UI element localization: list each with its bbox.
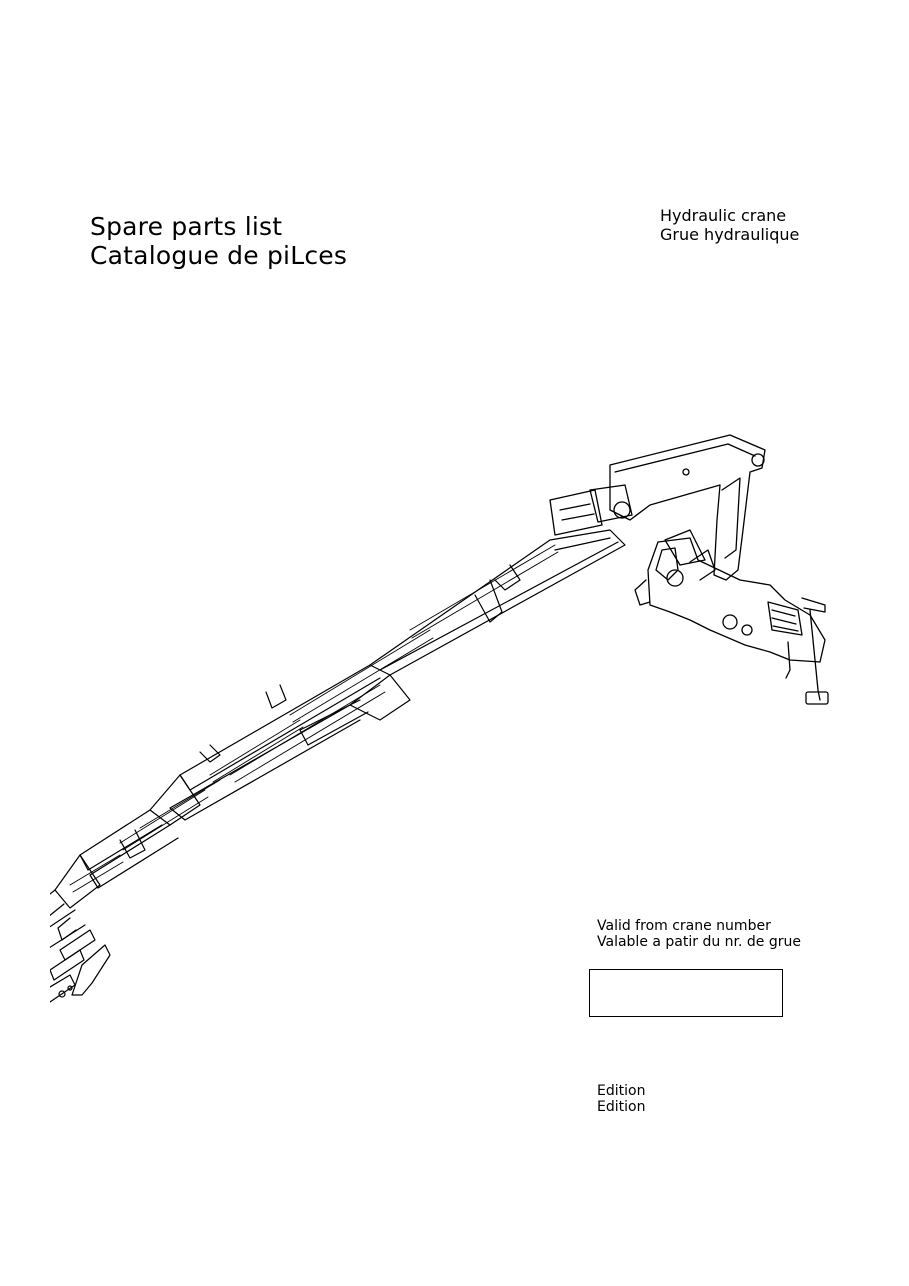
validity-label: Valid from crane number Valable a patir … <box>597 918 801 950</box>
document-title: Spare parts list Catalogue de piLces <box>90 212 347 270</box>
product-french: Grue hydraulique <box>660 225 800 244</box>
product-english: Hydraulic crane <box>660 206 787 225</box>
edition-label: Edition Edition <box>597 1083 645 1115</box>
boom-cylinders <box>69 544 559 893</box>
validity-english: Valid from crane number <box>597 918 771 934</box>
crane-boom <box>50 529 626 1003</box>
edition-english: Edition <box>597 1083 646 1099</box>
product-name: Hydraulic crane Grue hydraulique <box>660 206 799 244</box>
crane-column <box>549 434 766 581</box>
crane-line-drawing <box>50 430 840 1030</box>
crane-base <box>634 537 829 705</box>
title-french: Catalogue de piLces <box>90 241 348 270</box>
title-english: Spare parts list <box>90 212 283 241</box>
edition-french: Edition <box>597 1099 646 1115</box>
crane-number-field <box>589 969 783 1017</box>
validity-french: Valable a patir du nr. de grue <box>597 934 801 950</box>
